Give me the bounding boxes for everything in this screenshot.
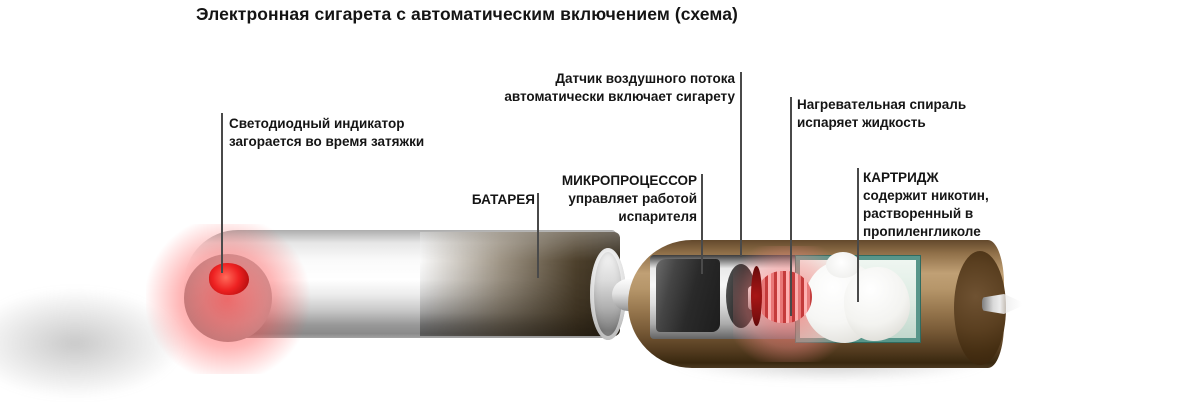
label-battery: БАТАРЕЯ — [471, 192, 535, 207]
cartridge-cotton — [826, 252, 860, 278]
cartridge-cotton — [844, 267, 910, 341]
diagram-title: Электронная сигарета с автоматическим вк… — [196, 4, 738, 24]
heating-coil-ring — [751, 266, 762, 326]
label-heating-coil: Нагревательная спираль испаряет жидкость — [797, 97, 967, 130]
microprocessor-chip — [656, 259, 720, 332]
mouthpiece-tip — [982, 294, 1022, 314]
heating-coil — [756, 271, 812, 323]
leader-line-airflow-sensor — [740, 72, 742, 257]
leader-line-battery — [537, 193, 539, 278]
leader-line-led — [221, 113, 223, 273]
label-led-indicator: Светодиодный индикатор загорается во вре… — [229, 116, 425, 149]
battery-cell — [420, 232, 620, 336]
label-microprocessor: МИКРОПРОЦЕССОР управляет работой испарит… — [561, 173, 697, 224]
leader-line-microprocessor — [701, 174, 703, 274]
leader-line-heating-coil — [790, 97, 792, 316]
label-cartridge: КАРТРИДЖ содержит никотин, растворенный … — [863, 170, 989, 239]
led-indicator — [209, 263, 249, 295]
led-glow — [146, 224, 316, 374]
label-airflow-sensor: Датчик воздушного потока автоматически в… — [504, 71, 735, 104]
leader-line-cartridge — [857, 168, 859, 302]
